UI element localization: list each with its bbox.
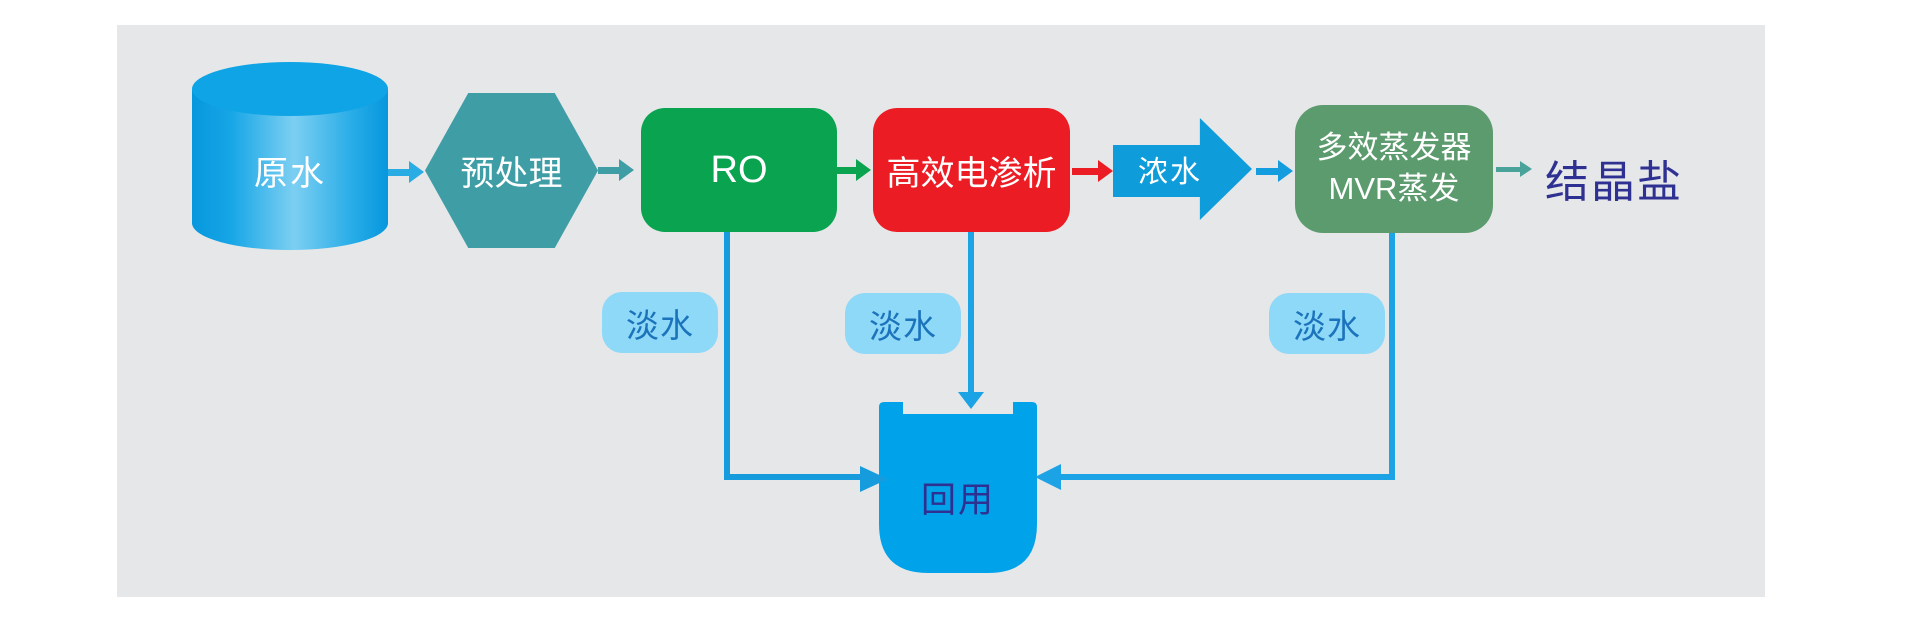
- arrow-shaft: [1256, 167, 1278, 175]
- concentrate-label: 浓水: [1137, 156, 1202, 189]
- arrow-head: [1278, 160, 1293, 182]
- arrow-shaft: [388, 168, 409, 176]
- arrowhead-into-reuse-left-icon: [860, 466, 888, 492]
- arrow-head: [856, 159, 871, 181]
- arrow-head: [619, 159, 634, 181]
- electrodialysis-box: 高效电渗析: [873, 108, 1070, 232]
- evaporator-label-line2: MVR蒸发: [1328, 171, 1460, 206]
- fresh-water-label: 淡水: [1293, 307, 1361, 345]
- line-ro-to-reuse-horizontal: [724, 474, 864, 480]
- line-evaporator-to-reuse-horizontal: [1059, 474, 1395, 480]
- arrow-shaft: [833, 166, 856, 174]
- reuse-label: 回用: [920, 481, 995, 520]
- fresh-water-pill-electrodialysis: 淡水: [845, 293, 961, 354]
- reuse-tank: [879, 402, 1037, 573]
- arrowhead-into-reuse-right-icon: [1035, 464, 1061, 490]
- arrow-shaft: [1072, 167, 1098, 175]
- arrow-head: [1098, 160, 1113, 182]
- electrodialysis-label: 高效电渗析: [886, 154, 1057, 193]
- raw-water-cylinder-top: [192, 62, 388, 116]
- fresh-water-pill-ro: 淡水: [602, 292, 718, 353]
- fresh-water-label: 淡水: [869, 307, 937, 345]
- ro-label: RO: [710, 148, 768, 191]
- arrow-shaft: [598, 166, 619, 174]
- arrow-raw-to-pretreatment-icon: [388, 161, 424, 183]
- line-ro-to-reuse-vertical: [724, 232, 730, 479]
- evaporator-box: 多效蒸发器 MVR蒸发: [1295, 105, 1493, 233]
- arrow-head: [1520, 161, 1532, 177]
- arrow-electrodialysis-to-concentrate-icon: [1072, 160, 1113, 182]
- arrow-ro-to-electrodialysis-icon: [833, 159, 871, 181]
- raw-water-label: 原水: [254, 155, 326, 193]
- arrow-head: [409, 161, 424, 183]
- arrowhead-into-reuse-top-icon: [958, 392, 984, 409]
- line-evaporator-to-reuse-vertical: [1389, 233, 1395, 476]
- crystal-salt-label: 结晶盐: [1545, 158, 1683, 207]
- line-electrodialysis-to-reuse-vertical: [968, 232, 974, 392]
- arrow-evaporator-to-salt-icon: [1496, 158, 1532, 180]
- evaporator-label-line1: 多效蒸发器: [1316, 130, 1472, 166]
- fresh-water-label: 淡水: [626, 306, 694, 344]
- arrow-shaft: [1496, 166, 1520, 172]
- ro-box: RO: [641, 108, 837, 232]
- fresh-water-pill-evaporator: 淡水: [1269, 293, 1385, 354]
- arrow-pretreatment-to-ro-icon: [598, 159, 634, 181]
- arrow-concentrate-to-evaporator-icon: [1256, 160, 1293, 182]
- pretreatment-label: 预处理: [460, 155, 563, 193]
